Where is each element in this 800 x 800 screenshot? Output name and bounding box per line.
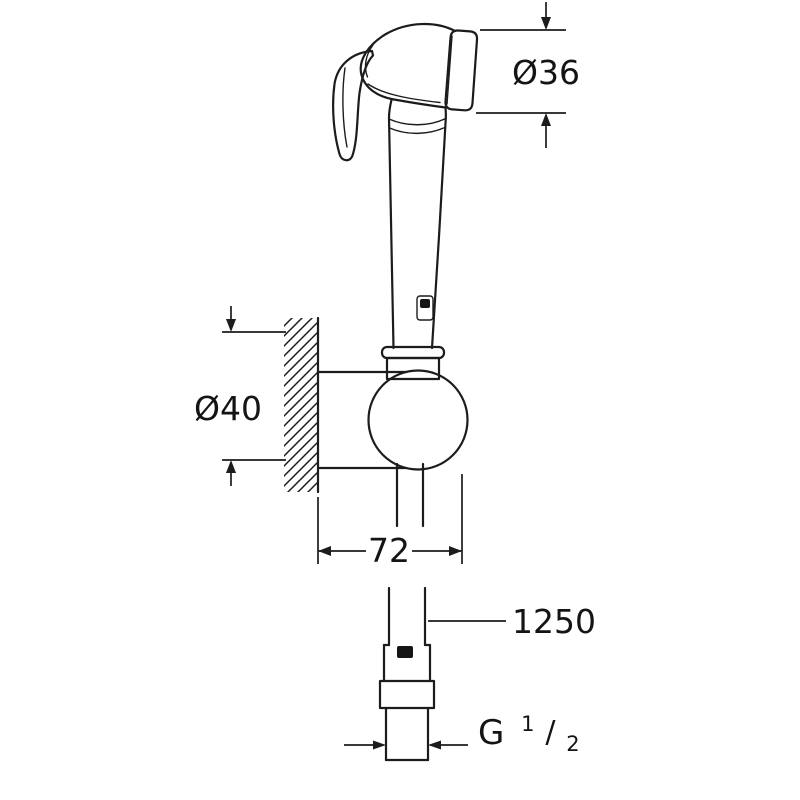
- trigger-outline: [332, 49, 375, 162]
- dim-hose-length: 1250: [428, 602, 596, 641]
- handle-flange: [380, 345, 446, 360]
- dimg-arrowhead-right: [428, 740, 441, 750]
- dim-holder-diameter: Ø40: [194, 306, 286, 486]
- dim-head-diameter: Ø36: [476, 2, 580, 148]
- shower-head-body: [359, 22, 457, 109]
- dimg-label-slash: /: [545, 715, 556, 750]
- hose-detent-mark: [397, 646, 413, 658]
- wall-section: [284, 316, 320, 494]
- dim36-arrowhead-top: [541, 17, 551, 30]
- shower-head: [359, 22, 479, 112]
- wall-holder: [316, 369, 469, 471]
- handle-button-mark: [420, 299, 430, 308]
- dimg-label: G 1 / 2: [478, 700, 580, 756]
- spray-face-rim-line: [446, 35, 453, 105]
- dim72-label: 72: [368, 531, 410, 570]
- dimg-arrowhead-left: [373, 740, 386, 750]
- dimg-label-numerator: 1: [521, 712, 534, 736]
- dim-thread: G 1 / 2: [344, 700, 580, 756]
- dim40-label: Ø40: [194, 389, 262, 428]
- hose-detail: [378, 586, 436, 762]
- handle-button: [416, 295, 434, 321]
- hose-upper: [395, 462, 425, 528]
- trigger-inner-line: [342, 67, 348, 148]
- handle-knurled-nut: [385, 356, 441, 381]
- dim36-label: Ø36: [512, 53, 580, 92]
- head-contour-bottom: [367, 83, 441, 104]
- wall-hatch: [284, 318, 318, 492]
- holder-escutcheon: [367, 369, 469, 471]
- dim1250-label: 1250: [512, 602, 596, 641]
- spray-face-plate: [444, 29, 479, 112]
- dim36-arrowhead-bottom: [541, 113, 551, 126]
- handle-right-edge: [430, 106, 447, 350]
- dim72-arrowhead-right: [449, 546, 462, 556]
- dim40-arrowhead-bottom: [226, 460, 236, 473]
- handle-joint-line-1: [388, 117, 447, 126]
- handle-left-edge: [387, 98, 395, 350]
- dimg-label-denominator: 2: [566, 732, 579, 756]
- handle: [380, 98, 447, 381]
- dim72-label-bg: [366, 532, 412, 562]
- dim40-arrowhead-top: [226, 319, 236, 332]
- trigger-lever: [332, 49, 375, 162]
- dimg-label-prefix: G: [478, 713, 504, 753]
- dim72-arrowhead-left: [318, 546, 331, 556]
- hose-knurled-nut: [378, 679, 436, 710]
- head-contour-left: [364, 44, 374, 78]
- handle-joint-line-2: [388, 126, 446, 135]
- dim-projection: 72: [317, 474, 463, 570]
